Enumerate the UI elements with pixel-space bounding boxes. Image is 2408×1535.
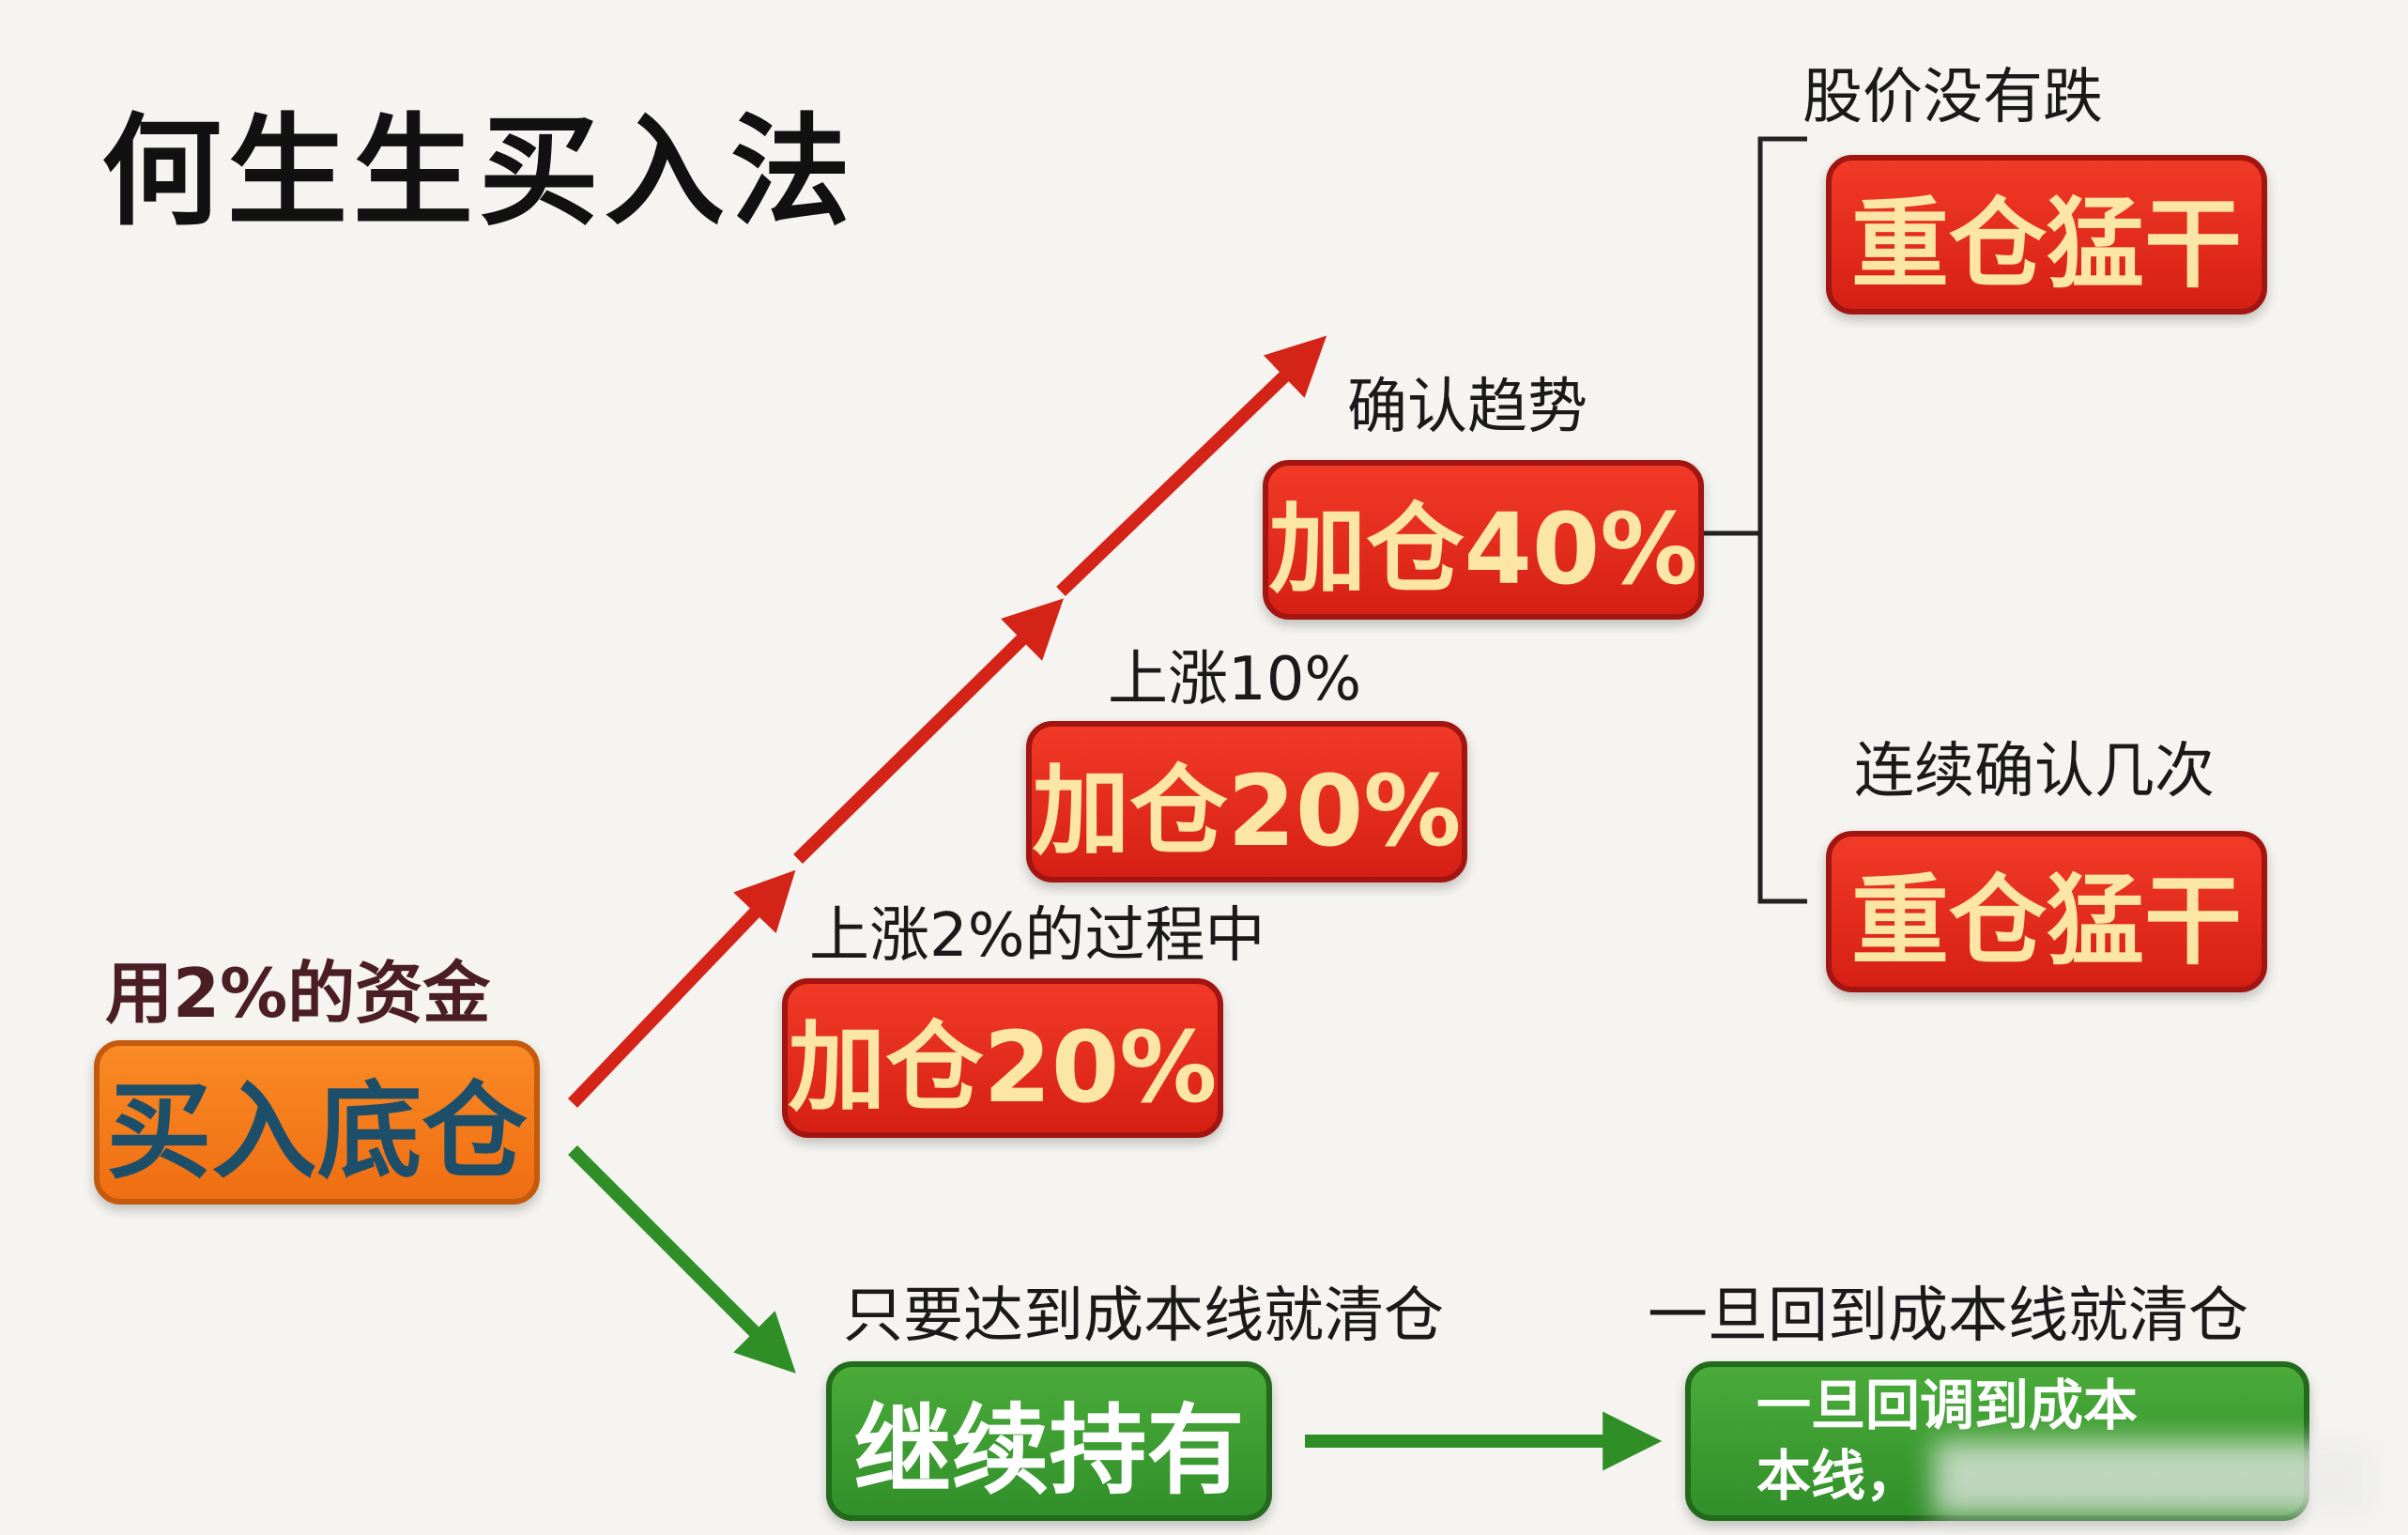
exit-box-line1: 一旦回调到成本 <box>1756 1373 2139 1437</box>
step2-label: 上涨10% <box>1108 645 1362 714</box>
step1-label: 上涨2%的过程中 <box>809 901 1265 971</box>
green-arrow-down <box>568 1145 796 1374</box>
branch-upper-box: 重仓猛干 <box>1826 155 2267 315</box>
red-arrow-segment-3 <box>1056 335 1327 597</box>
branch-lower-box: 重仓猛干 <box>1826 831 2267 992</box>
diagram-title: 何生生买入法 <box>101 102 857 242</box>
bracket-connector <box>1757 136 1807 904</box>
exit-label: 一旦回到成本线就清仓 <box>1648 1282 2248 1351</box>
hold-box: 继续持有 <box>826 1361 1272 1521</box>
watermark-blur <box>1934 1441 2375 1516</box>
step1-box: 加仓20% <box>782 978 1223 1138</box>
red-arrow-segment-1 <box>567 869 796 1108</box>
step2-box: 加仓20% <box>1026 721 1467 883</box>
hold-label: 只要达到成本线就清仓 <box>843 1282 1444 1351</box>
start-box: 买入底仓 <box>94 1040 540 1205</box>
step3-label: 确认趋势 <box>1347 373 1587 442</box>
step3-box: 加仓40% <box>1263 460 1704 620</box>
exit-box-line2: 本线， <box>1756 1444 1921 1508</box>
start-label: 用2%的资金 <box>105 954 491 1033</box>
branch-lower-label: 连续确认几次 <box>1854 737 2215 806</box>
red-arrow-segment-2 <box>793 598 1064 864</box>
branch-upper-label: 股价没有跌 <box>1802 63 2103 132</box>
